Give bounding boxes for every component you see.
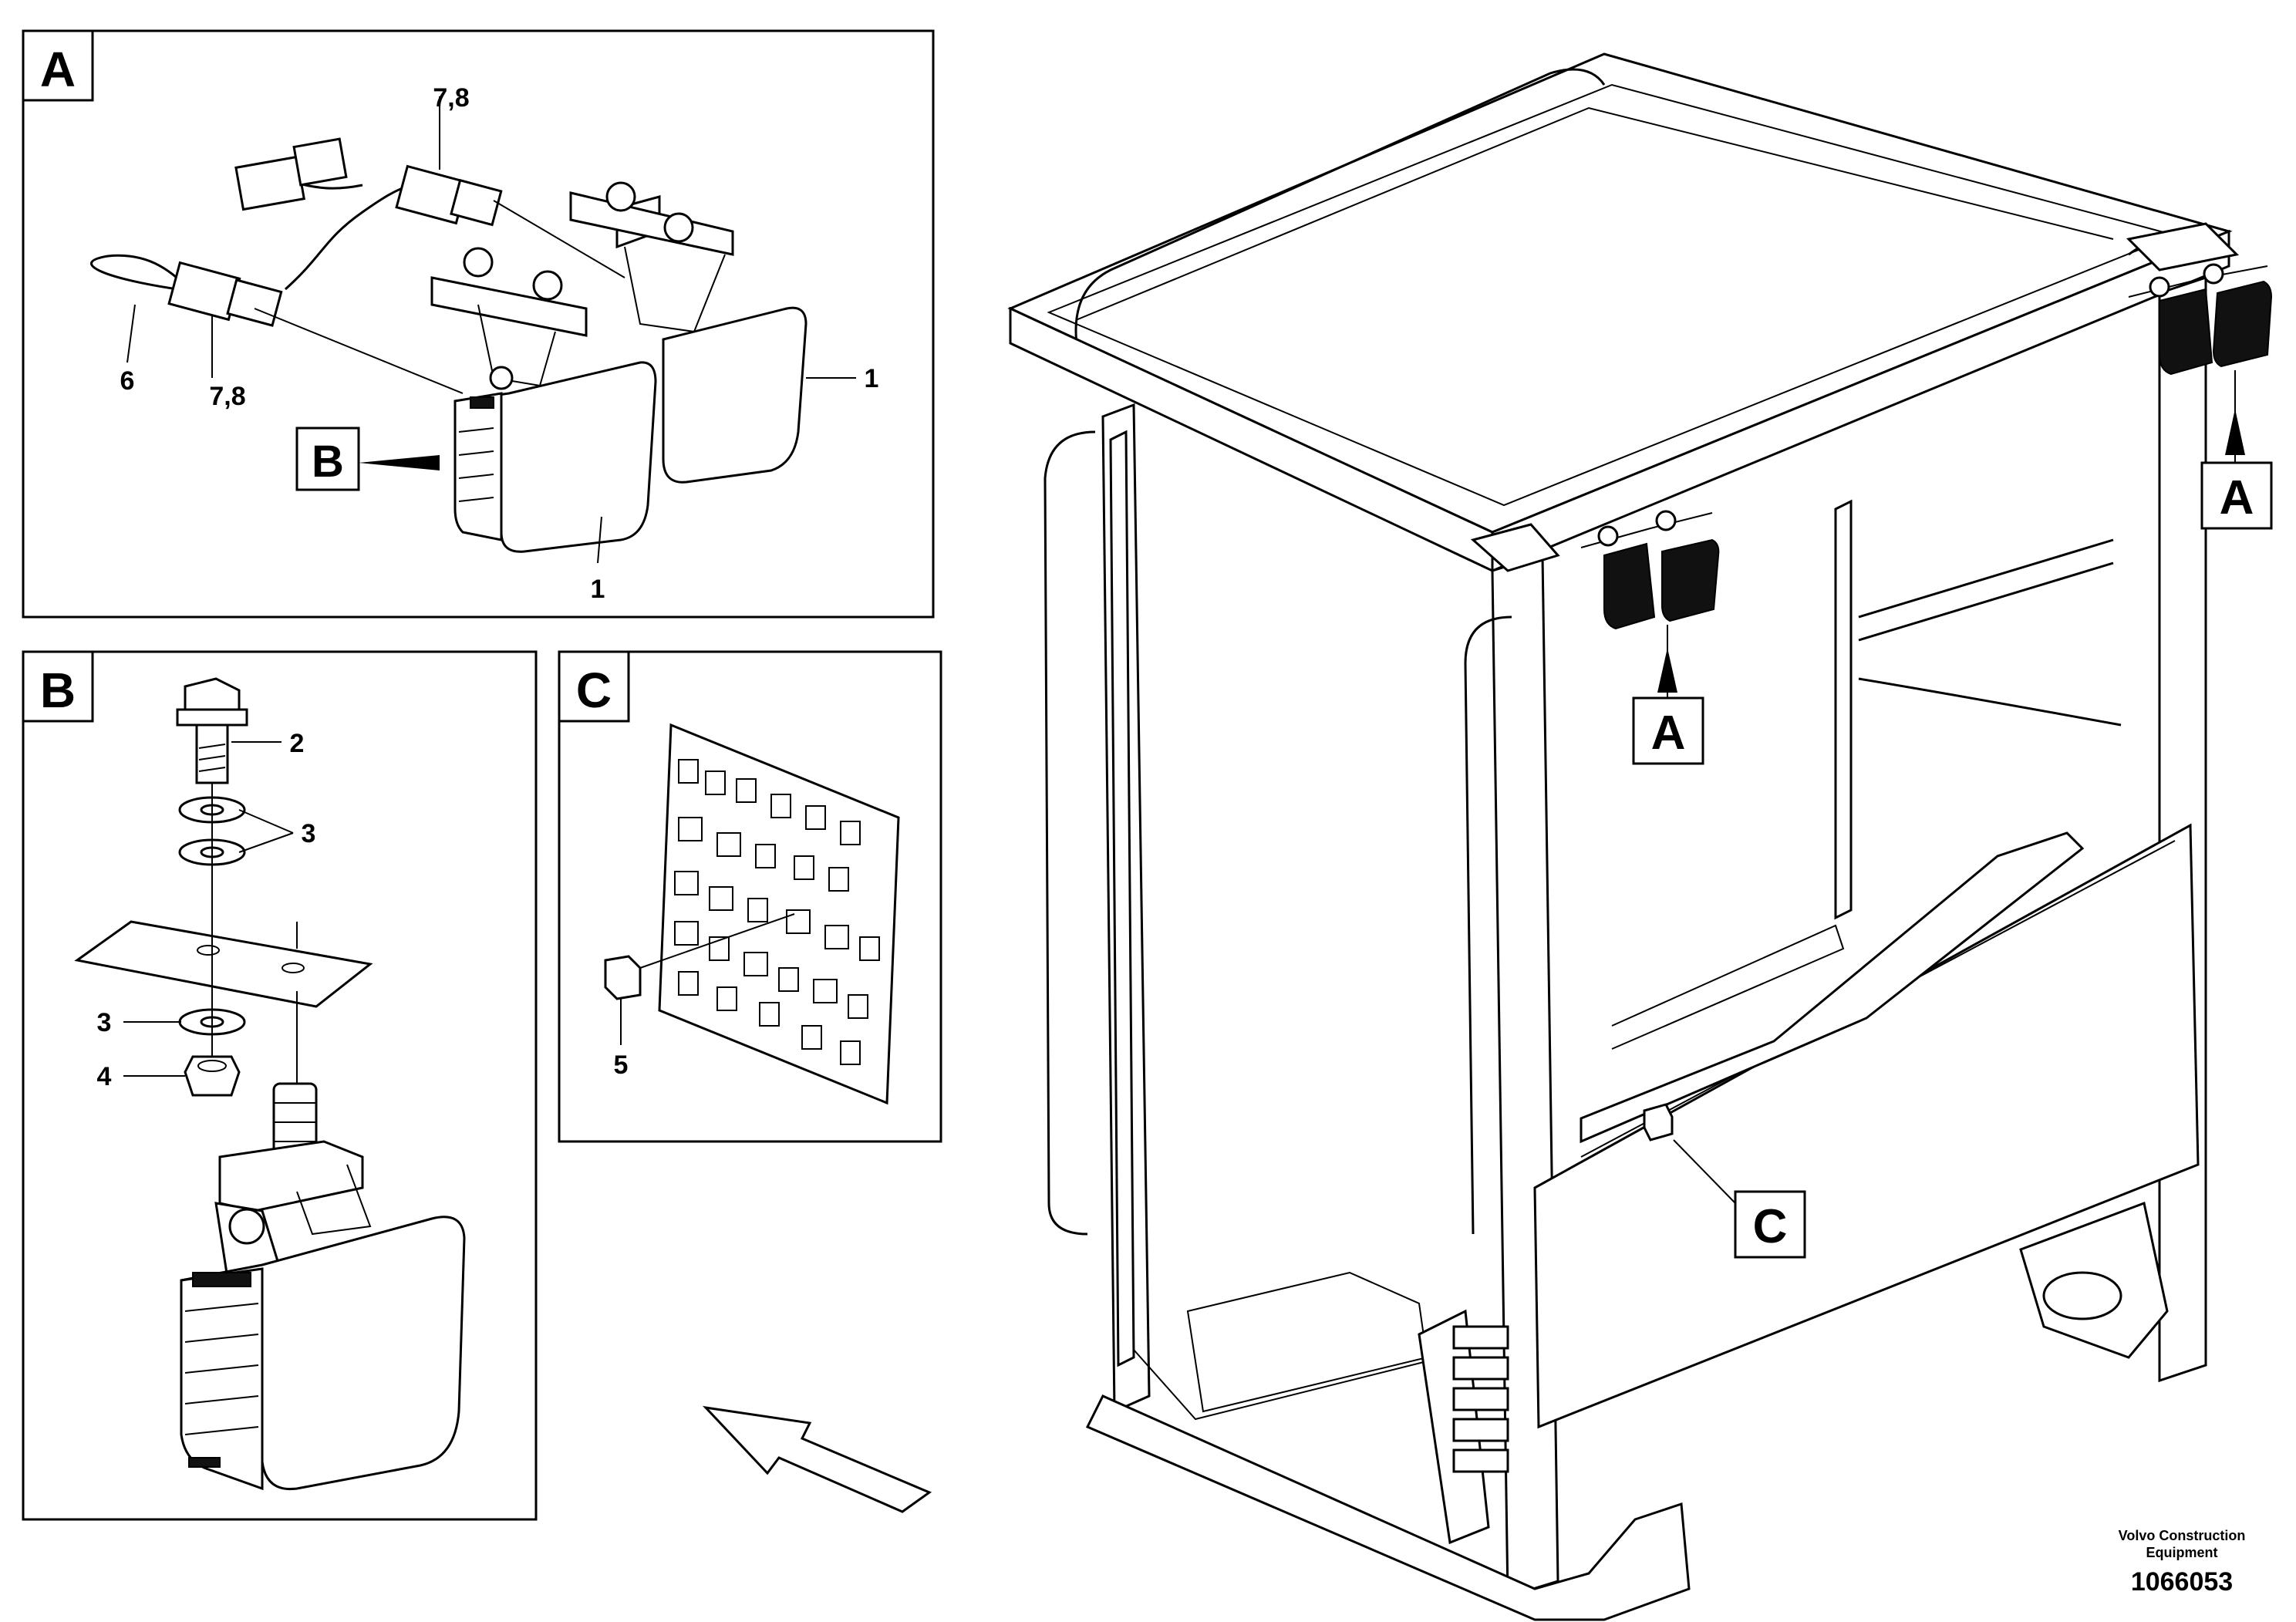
company-line-1: Volvo Construction [2118, 1528, 2246, 1543]
detail-panel-a: A [22, 29, 935, 619]
main-tag-a-front: A [1651, 706, 1686, 760]
callout-7-8-left: 7,8 [209, 382, 245, 411]
roof-lamps-right [2128, 263, 2273, 376]
arrow-to-b [359, 455, 440, 470]
callout-1-bottom: 1 [591, 575, 605, 604]
ref-tag-b-box [295, 427, 360, 491]
panel-b-tag: B [40, 663, 76, 718]
detail-panel-b: B [22, 650, 538, 1521]
mounting-plate [74, 920, 373, 1008]
bolt [176, 677, 248, 784]
callout-1-right: 1 [865, 364, 879, 393]
callout-6: 6 [120, 366, 135, 396]
view-direction-arrow [702, 1405, 932, 1513]
drawing-number: 1066053 [2130, 1567, 2234, 1597]
callout-7-8-top: 7,8 [433, 83, 469, 113]
company-line-2: Equipment [2146, 1545, 2218, 1560]
callout-4: 4 [97, 1062, 112, 1091]
relay-location [1643, 1103, 1674, 1141]
main-tag-c: C [1753, 1200, 1788, 1253]
callout-3-lower: 3 [97, 1008, 112, 1037]
main-tag-a-right: A [2220, 471, 2254, 524]
callout-3-upper: 3 [302, 819, 316, 848]
cab-frame [1007, 52, 2240, 1621]
detail-panel-c: C [558, 650, 942, 1143]
company-credit: Volvo Construction Equipment [2105, 1527, 2259, 1561]
flange-nut [184, 1055, 241, 1097]
callout-5: 5 [614, 1050, 629, 1080]
relay-circuit-board [658, 723, 900, 1105]
work-lamp-detail [180, 1082, 466, 1491]
work-lamp-front [430, 247, 657, 553]
callout-leaders-a [126, 96, 856, 564]
ref-tag-b: B [312, 437, 344, 487]
roof-lamps-front [1580, 510, 1720, 630]
callout-2: 2 [290, 729, 305, 758]
panel-c-tag: C [576, 663, 612, 718]
panel-a-tag: A [40, 42, 76, 97]
wiring-harness [90, 137, 503, 327]
relay [604, 955, 642, 1000]
work-lamp-rear [569, 181, 807, 484]
